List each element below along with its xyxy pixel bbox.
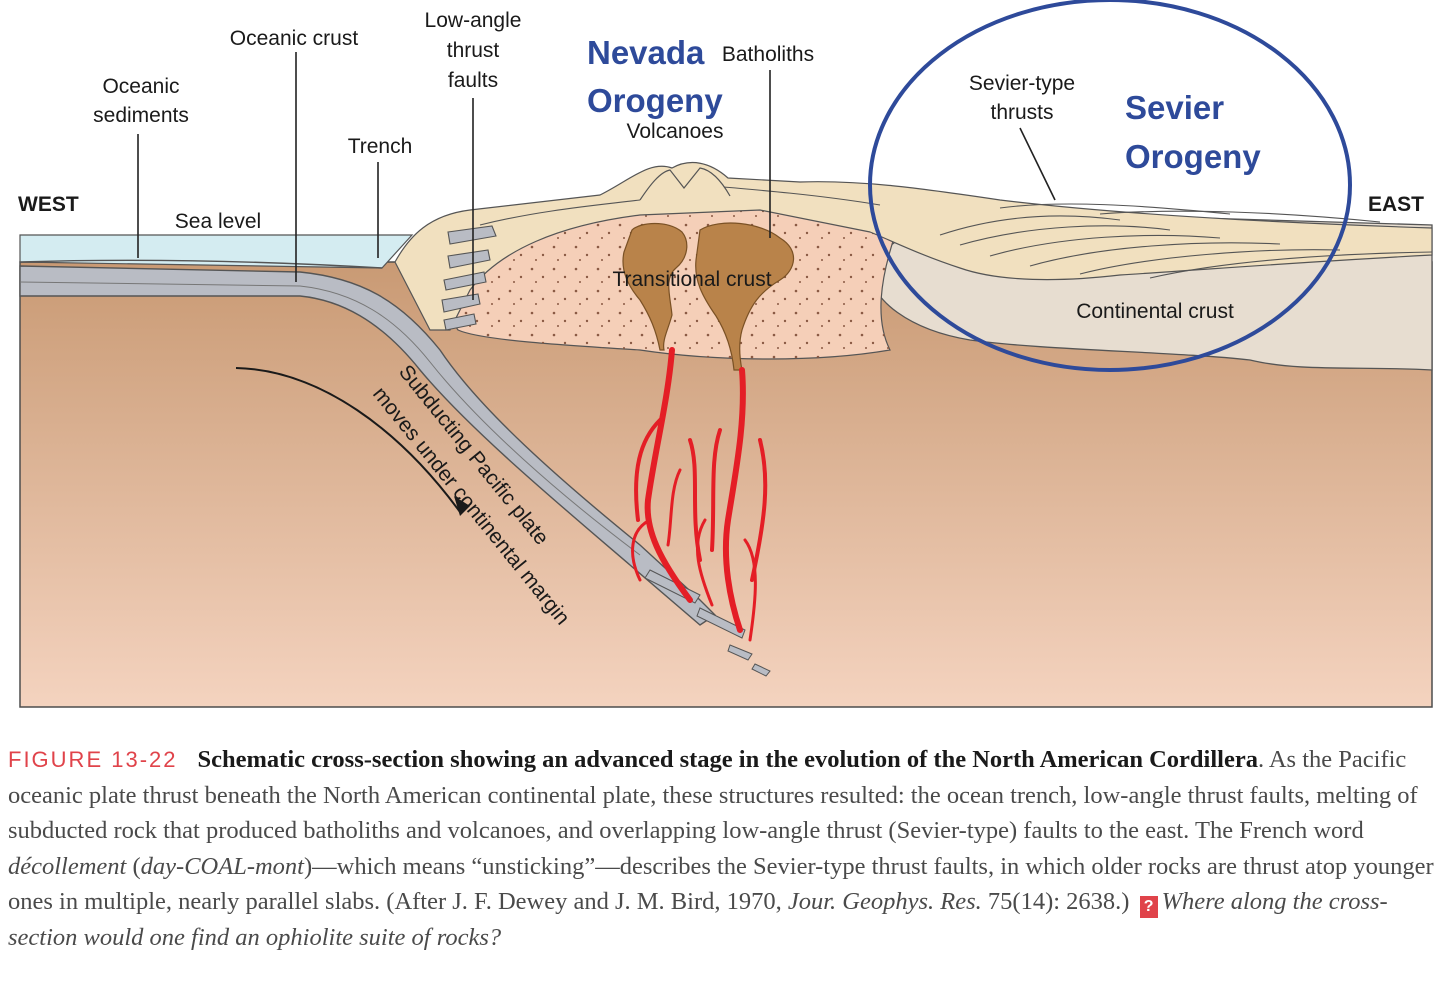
batholith-right [695, 222, 795, 371]
label-east: EAST [1368, 193, 1424, 216]
sea-floor [19, 259, 383, 269]
subduction-arrow [235, 367, 461, 513]
label-volcanoes: Volcanoes [627, 120, 724, 143]
label-continental-crust: Continental crust [1076, 300, 1234, 323]
figure-title: Schematic cross-section showing an advan… [197, 746, 1258, 773]
label-oceanic-sediments-2: sediments [93, 104, 189, 127]
magma-plumes [631, 347, 768, 642]
caption-pronunciation: day-COAL-mont [140, 852, 304, 880]
question-icon: ? [1139, 896, 1158, 918]
leader-sevier-thrusts [1019, 127, 1056, 201]
annotation-nevada-1: Nevada [587, 34, 705, 71]
caption-text-4: 75(14): 2638.) [981, 888, 1136, 915]
figure-caption: FIGURE 13-22 Schematic cross-section show… [8, 742, 1434, 955]
ocean-water [19, 234, 414, 269]
label-low-angle-1: Low-angle [425, 9, 522, 32]
label-low-angle-2: thrust [447, 39, 500, 62]
label-oceanic-crust: Oceanic crust [230, 27, 359, 50]
batholith-left [622, 222, 688, 351]
sevier-thrust-lines [479, 184, 1433, 279]
caption-term: décollement [8, 852, 127, 880]
annotation-nevada-2: Orogeny [587, 82, 723, 119]
label-low-angle-3: faults [448, 69, 498, 92]
caption-text-2: ( [126, 852, 141, 880]
caption-journal: Jour. Geophys. Res. [787, 888, 982, 915]
annotation-sevier-1: Sevier [1125, 89, 1224, 126]
label-oceanic-sediments-1: Oceanic [102, 75, 179, 98]
sedimentary-cover [394, 161, 1433, 331]
label-sevier-thrusts-2: thrusts [990, 101, 1053, 124]
label-trench: Trench [348, 135, 413, 158]
sevier-orogeny-circle [868, 0, 1352, 372]
volcanoes [639, 167, 731, 201]
label-batholiths: Batholiths [722, 43, 814, 66]
label-transitional-crust: Transitional crust [612, 268, 771, 291]
annotation-sevier-2: Orogeny [1125, 138, 1261, 175]
low-angle-thrust-slices [441, 225, 497, 331]
caption-text-3: )—which means “unsticking”—describes the… [8, 852, 1434, 916]
label-sevier-thrusts-1: Sevier-type [969, 72, 1075, 95]
figure-label: FIGURE 13-22 [8, 747, 178, 772]
label-west: WEST [18, 193, 79, 216]
cross-section-diagram: WEST EAST Oceanic sediments Oceanic crus… [18, 0, 1433, 708]
caption-text-1: . As the Pacific oceanic plate thrust be… [8, 746, 1418, 844]
label-sea-level: Sea level [175, 210, 261, 233]
caption-question: Where along the cross-section would one … [8, 888, 1388, 951]
